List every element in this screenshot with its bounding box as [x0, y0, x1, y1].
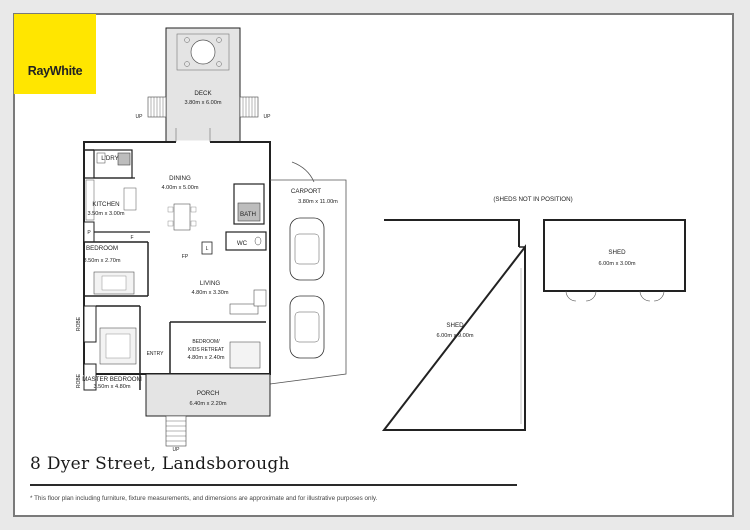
house-walls: [83, 128, 271, 391]
porch-label: PORCH: [197, 390, 219, 397]
wc-label: WC: [237, 240, 248, 247]
fridge-label: F: [130, 235, 133, 241]
pantry-label: P: [87, 230, 91, 236]
logo-text: RayWhite: [27, 64, 83, 78]
laundry-label: L'DRY: [101, 155, 119, 162]
shed-small-dims: 6.00m x 3.00m: [599, 261, 636, 267]
carport: [269, 161, 347, 385]
deck-label: DECK: [194, 90, 212, 97]
dining-label: DINING: [169, 175, 191, 182]
kids-bedroom-dims: 4.80m x 2.40m: [188, 355, 225, 361]
porch: [145, 373, 271, 447]
raywhite-logo: RayWhite: [14, 14, 96, 94]
property-address: 8 Dyer Street, Landsborough: [30, 454, 290, 474]
kids-retreat-label: KIDS RETREAT: [188, 347, 224, 353]
bedroom-dims: 3.50m x 2.70m: [84, 258, 121, 264]
living-dims: 4.80m x 3.30m: [192, 290, 229, 296]
kitchen-dims: 3.50m x 3.00m: [88, 211, 125, 217]
divider: [30, 484, 517, 486]
robe-label-bottom: ROBE: [76, 373, 82, 388]
master-bedroom-label: MASTER BEDROOM: [82, 376, 141, 383]
carport-dims: 3.80m x 11.00m: [298, 199, 338, 205]
master-bedroom-dims: 3.50m x 4.80m: [94, 384, 131, 390]
deck-dims: 3.80m x 6.00m: [185, 100, 222, 106]
disclaimer-text: * This floor plan including furniture, f…: [30, 495, 378, 502]
living-label: LIVING: [200, 280, 220, 287]
deck: [147, 27, 259, 143]
shed-small-label: SHED: [608, 249, 626, 256]
entry-label: ENTRY: [147, 351, 165, 357]
shed-small: [543, 219, 686, 302]
up-label-right: UP: [264, 114, 272, 120]
dining-dims: 4.00m x 5.00m: [162, 185, 199, 191]
shed-large-label: SHED: [446, 322, 464, 329]
linen-label: L: [206, 246, 209, 252]
up-label-left: UP: [136, 114, 144, 120]
robe-label-top: ROBE: [76, 316, 82, 331]
sheds-note: (SHEDS NOT IN POSITION): [493, 196, 572, 203]
shed-large-dims: 6.00m x 9.00m: [437, 333, 474, 339]
carport-label: CARPORT: [291, 188, 321, 195]
bath-label: BATH: [240, 211, 256, 218]
porch-dims: 6.40m x 2.20m: [190, 401, 227, 407]
up-label-porch: UP: [173, 447, 181, 453]
fireplace-label: FP: [182, 254, 189, 260]
bedroom-label: BEDROOM: [86, 245, 118, 252]
kitchen-label: KITCHEN: [92, 201, 119, 208]
shed-large: [381, 219, 526, 431]
kids-bedroom-label: BEDROOM/: [192, 339, 220, 345]
